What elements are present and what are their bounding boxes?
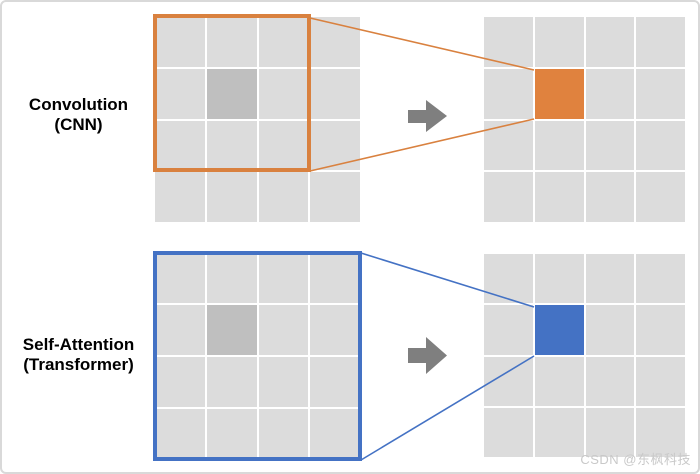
grid-cell	[155, 120, 205, 171]
grid-cell	[310, 253, 360, 303]
grid-cell	[484, 120, 533, 171]
grid-cell	[585, 120, 635, 171]
attention-label-line2: (Transformer)	[23, 355, 134, 374]
grid-cell-highlighted	[534, 305, 584, 355]
grid-cell	[636, 356, 685, 406]
grid-cell	[206, 409, 257, 459]
grid-cell	[484, 356, 533, 406]
grid-cell	[258, 68, 309, 119]
grid-cell	[484, 68, 533, 119]
grid-cell	[534, 17, 584, 67]
grid-cell	[258, 409, 309, 459]
grid-cell	[585, 17, 635, 67]
grid-cell	[636, 172, 685, 222]
grid-cell	[258, 253, 309, 303]
grid-cell	[310, 172, 360, 222]
grid-cell-highlighted	[206, 68, 257, 119]
grid-cell	[310, 409, 360, 459]
grid-cell	[484, 407, 533, 457]
cnn-right-arrow-icon	[408, 100, 447, 132]
grid-cell	[310, 305, 360, 355]
grid-cell	[155, 305, 205, 355]
grid-cell	[155, 17, 205, 67]
grid-cell	[155, 253, 205, 303]
grid-cell	[310, 357, 360, 407]
attention-receptive-field-box	[153, 251, 362, 461]
attention-label: Self-Attention (Transformer)	[2, 335, 155, 375]
attention-input-grid	[155, 253, 360, 459]
grid-cell	[484, 305, 533, 355]
grid-cell	[258, 120, 309, 171]
grid-cell	[636, 17, 685, 67]
grid-cell	[310, 17, 360, 67]
grid-cell	[585, 172, 635, 222]
grid-cell	[585, 356, 635, 406]
grid-cell	[585, 68, 635, 119]
grid-cell	[258, 305, 309, 355]
attention-label-line1: Self-Attention	[22, 335, 135, 354]
grid-cell	[534, 254, 584, 304]
grid-cell	[636, 407, 685, 457]
grid-cell	[534, 172, 584, 222]
grid-cell	[155, 68, 205, 119]
attention-right-arrow-icon	[408, 337, 447, 374]
grid-cell	[534, 356, 584, 406]
cnn-label-line2: (CNN)	[54, 115, 103, 134]
grid-cell	[585, 254, 635, 304]
grid-cell	[636, 254, 685, 304]
grid-cell	[206, 17, 257, 67]
grid-cell	[636, 68, 685, 119]
grid-cell	[206, 253, 257, 303]
grid-cell	[258, 17, 309, 67]
grid-cell	[534, 120, 584, 171]
grid-cell	[585, 305, 635, 355]
cnn-label-line1: Convolution	[28, 95, 129, 114]
grid-cell	[155, 409, 205, 459]
grid-cell	[484, 172, 533, 222]
grid-cell	[484, 254, 533, 304]
grid-cell	[206, 172, 257, 222]
grid-cell	[206, 120, 257, 171]
grid-cell	[206, 357, 257, 407]
grid-cell	[258, 357, 309, 407]
grid-cell	[155, 172, 205, 222]
grid-cell	[585, 407, 635, 457]
grid-cell	[484, 17, 533, 67]
grid-cell	[636, 305, 685, 355]
cnn-label: Convolution (CNN)	[2, 95, 155, 135]
grid-cell-highlighted	[206, 305, 257, 355]
cnn-receptive-field-box	[153, 14, 311, 172]
grid-cell	[636, 120, 685, 171]
grid-cell	[155, 357, 205, 407]
watermark: CSDN @东枫科技	[580, 452, 691, 467]
grid-cell	[310, 120, 360, 171]
grid-cell-highlighted	[534, 68, 584, 119]
grid-cell	[534, 407, 584, 457]
grid-cell	[310, 68, 360, 119]
attention-output-grid	[484, 254, 685, 457]
grid-cell	[258, 172, 309, 222]
cnn-output-grid	[484, 17, 685, 222]
